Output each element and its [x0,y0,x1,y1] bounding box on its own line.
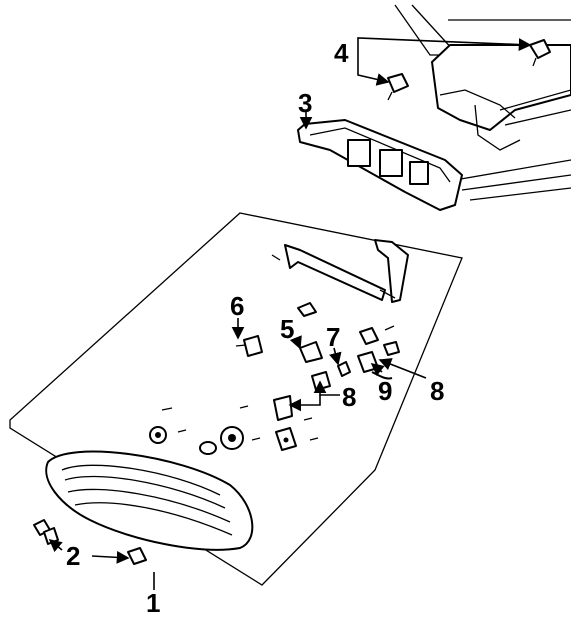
socket-6 [235,335,263,357]
callout-1: 1 [146,588,160,618]
callout-9: 9 [378,376,392,406]
connector-parts-right [359,325,400,356]
socket-8-left-lower [273,395,293,421]
bulb-socket-4-lower [387,73,409,101]
washer-right [220,426,244,450]
callout-8-right: 8 [430,376,444,406]
callout-4: 4 [334,38,349,68]
lamp-lens-housing [45,450,254,551]
callout-2: 2 [66,541,80,571]
socket-8-right [357,351,379,373]
callout-6: 6 [230,291,244,321]
vehicle-body-outline [394,4,571,201]
socket-8-left-upper [311,371,331,391]
leader-lines [48,37,532,590]
assembly-outline-1 [9,212,463,586]
washer-left [149,426,167,444]
clip-2-right [127,547,147,565]
bulb-socket-4-upper [529,39,551,67]
clip-2-left [33,519,59,545]
screws [161,405,319,441]
callout-8-left: 8 [342,382,356,412]
adjuster-bracket [271,239,409,303]
mounting-panel-3 [297,119,463,211]
callout-3: 3 [298,88,312,118]
callout-7: 7 [326,322,340,352]
bulb-7 [337,361,351,377]
plate [275,427,297,451]
retainer-clip [297,302,317,317]
socket-5 [299,341,323,363]
callout-5: 5 [280,314,294,344]
bulb-small [199,441,217,455]
